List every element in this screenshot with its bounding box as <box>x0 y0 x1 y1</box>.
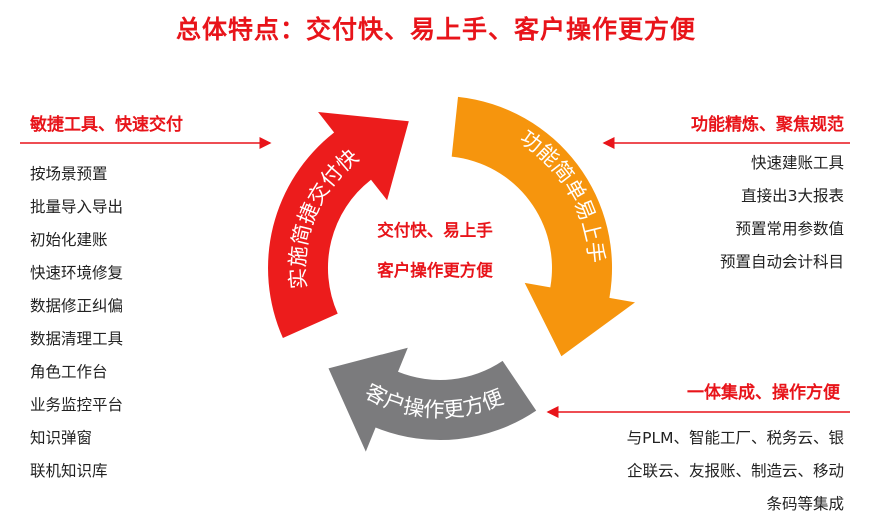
red-cycle-arrow <box>268 112 409 338</box>
page-title: 总体特点：交付快、易上手、客户操作更方便 <box>175 15 696 44</box>
list-item: 条码等集成 <box>766 495 844 513</box>
left-feature-list: 按场景预置 批量导入导出 初始化建账 快速环境修复 数据修正纠偏 数据清理工具 … <box>30 158 123 488</box>
list-item: 初始化建账 <box>30 231 108 249</box>
list-item: 预置自动会计科目 <box>719 253 844 271</box>
gray-cycle-arrow <box>328 347 537 452</box>
right-top-header: 功能精炼、聚焦规范 <box>691 115 844 135</box>
list-item: 按场景预置 <box>30 165 108 183</box>
list-item: 数据清理工具 <box>30 330 124 348</box>
list-item: 批量导入导出 <box>30 198 124 216</box>
list-item: 直接出3大报表 <box>741 187 844 205</box>
list-item: 快速环境修复 <box>30 264 124 282</box>
right-top-feature-list: 快速建账工具 直接出3大报表 预置常用参数值 预置自动会计科目 <box>720 147 844 279</box>
list-item: 业务监控平台 <box>30 396 124 414</box>
center-text-line1: 交付快、易上手 <box>377 221 493 240</box>
list-item: 知识弹窗 <box>30 429 93 447</box>
list-item: 企联云、友报账、制造云、移动 <box>626 462 844 480</box>
left-header: 敏捷工具、快速交付 <box>30 115 183 135</box>
list-item: 联机知识库 <box>30 462 108 480</box>
right-bottom-feature-list: 与PLM、智能工厂、税务云、银 企联云、友报账、制造云、移动 条码等集成 <box>627 422 844 521</box>
list-item: 快速建账工具 <box>750 154 844 172</box>
center-text-line2: 客户操作更方便 <box>377 261 493 280</box>
right-bottom-header: 一体集成、操作方便 <box>687 383 840 403</box>
list-item: 预置常用参数值 <box>735 220 844 238</box>
orange-cycle-arrow <box>451 96 635 357</box>
list-item: 数据修正纠偏 <box>30 297 124 315</box>
list-item: 与PLM、智能工厂、税务云、银 <box>626 429 844 447</box>
list-item: 角色工作台 <box>30 363 108 381</box>
